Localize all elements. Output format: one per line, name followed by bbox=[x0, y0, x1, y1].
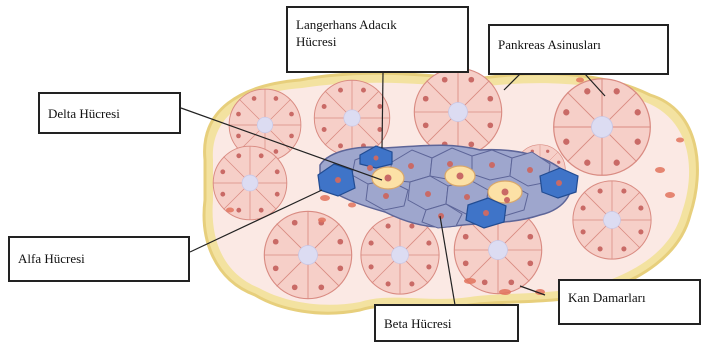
label-pancreas-acinus: Pankreas Asinusları bbox=[488, 24, 669, 75]
label-alpha-cell: Alfa Hücresi bbox=[8, 236, 190, 282]
acinus bbox=[213, 146, 287, 220]
acinus bbox=[414, 68, 501, 155]
acinus bbox=[264, 211, 351, 298]
label-blood-vessels: Kan Damarları bbox=[558, 279, 701, 325]
label-beta-cell: Beta Hücresi bbox=[374, 304, 519, 342]
acinus bbox=[314, 80, 389, 155]
acinus bbox=[573, 181, 651, 259]
label-langerhans-islet: Langerhans Adacık Hücresi bbox=[286, 6, 469, 73]
label-delta-cell: Delta Hücresi bbox=[38, 92, 181, 134]
acinus bbox=[361, 216, 439, 294]
